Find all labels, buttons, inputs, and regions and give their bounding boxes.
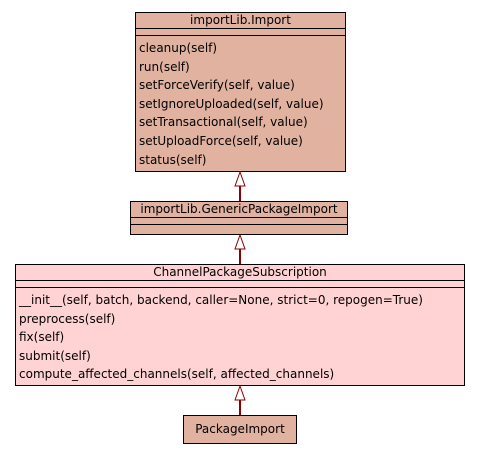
operation: fix(self) <box>19 330 65 345</box>
inheritance-arrowhead <box>234 170 246 187</box>
operation: preprocess(self) <box>19 311 116 326</box>
operation: setTransactional(self, value) <box>139 115 308 130</box>
class-name: PackageImport <box>195 422 285 436</box>
operations-compartment: __init__(self, batch, backend, caller=No… <box>16 288 464 384</box>
class-channel-package-subscription[interactable]: ChannelPackageSubscription __init__(self… <box>15 264 465 386</box>
class-package-import[interactable]: PackageImport <box>183 415 297 444</box>
attributes-compartment <box>136 29 345 36</box>
operation: run(self) <box>139 59 190 74</box>
class-import[interactable]: importLib.Import cleanup(self) run(self)… <box>135 12 346 172</box>
operations-compartment: cleanup(self) run(self) setForceVerify(s… <box>136 36 345 169</box>
class-name: ChannelPackageSubscription <box>16 265 464 281</box>
class-generic-package-import[interactable]: importLib.GenericPackageImport <box>130 201 348 235</box>
attributes-compartment <box>131 218 347 225</box>
operation: compute_affected_channels(self, affected… <box>19 367 335 382</box>
class-name: importLib.Import <box>136 13 345 29</box>
inheritance-arrowhead <box>234 384 246 401</box>
attributes-compartment <box>16 281 464 288</box>
operation: __init__(self, batch, backend, caller=No… <box>19 293 423 307</box>
operation: setForceVerify(self, value) <box>139 78 295 93</box>
operation: status(self) <box>139 152 207 167</box>
operation: setIgnoreUploaded(self, value) <box>139 96 324 111</box>
inheritance-arrowhead <box>234 233 246 250</box>
class-name: importLib.GenericPackageImport <box>131 202 347 218</box>
operation: cleanup(self) <box>139 41 218 55</box>
operation: submit(self) <box>19 348 91 363</box>
operation: setUploadForce(self, value) <box>139 133 303 148</box>
operations-compartment <box>131 225 347 234</box>
